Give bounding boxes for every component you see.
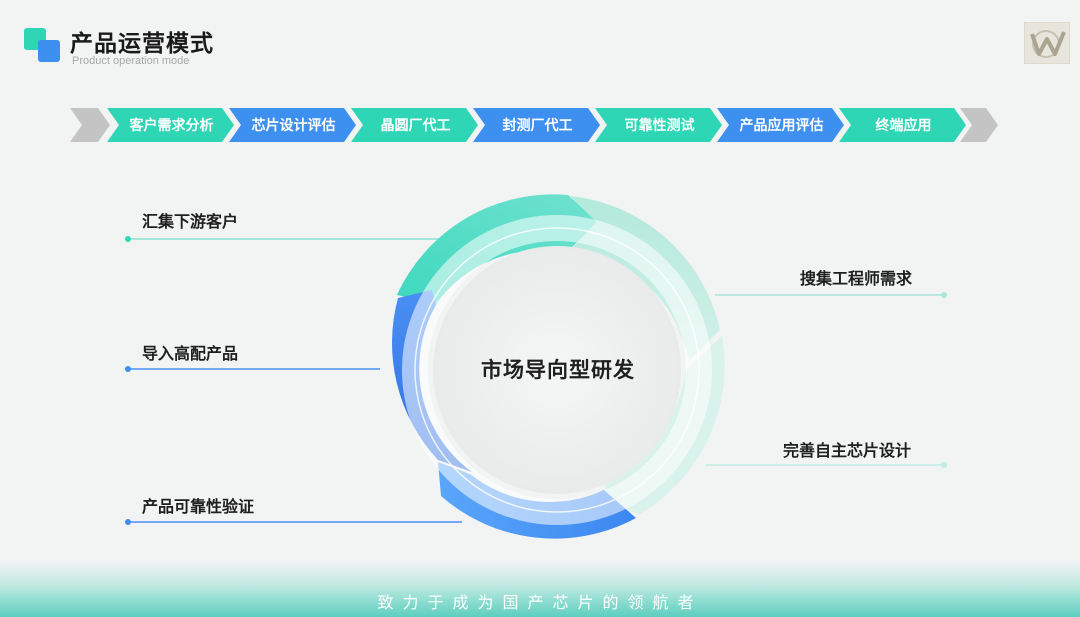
process-step-2-shape bbox=[229, 108, 356, 142]
process-step-6-shape bbox=[717, 108, 844, 142]
chevron-start-grey bbox=[70, 108, 110, 142]
center-disk bbox=[433, 246, 681, 494]
process-step-7-shape bbox=[839, 108, 966, 142]
process-step-5-label: 可靠性测试 bbox=[624, 117, 695, 133]
process-step-7-label: 终端应用 bbox=[875, 117, 932, 133]
cycle-label-chip-design: 完善自主芯片设计 bbox=[783, 443, 912, 460]
chevron-end-grey bbox=[960, 108, 998, 142]
page-subtitle: Product operation mode bbox=[72, 55, 190, 67]
cycle-label-collect-customers: 汇集下游客户 bbox=[142, 214, 239, 231]
process-step-6-label: 产品应用评估 bbox=[739, 117, 824, 133]
footer-band bbox=[0, 560, 1080, 617]
process-step-2-label: 芯片设计评估 bbox=[251, 117, 336, 133]
process-step-1-label: 客户需求分析 bbox=[129, 117, 214, 133]
connector-lines bbox=[125, 236, 947, 525]
process-step-3-shape bbox=[351, 108, 478, 142]
logo-square-blue bbox=[38, 40, 60, 62]
cycle-label-import-products: 导入高配产品 bbox=[142, 346, 239, 363]
process-step-5-shape bbox=[595, 108, 722, 142]
cycle-center-title: 市场导向型研发 bbox=[481, 359, 635, 382]
process-step-3-label: 晶圆厂代工 bbox=[380, 117, 451, 133]
process-step-1-shape bbox=[107, 108, 234, 142]
footer-slogan: 致力于成为国产芯片的领航者 bbox=[377, 595, 703, 612]
page-title: 产品运营模式 bbox=[70, 30, 214, 56]
cycle-label-engineer-needs: 搜集工程师需求 bbox=[800, 271, 913, 288]
process-step-4-shape bbox=[473, 108, 600, 142]
process-chevrons bbox=[70, 108, 998, 142]
brand-logo-icon bbox=[1024, 22, 1070, 64]
cycle-label-reliability-verification: 产品可靠性验证 bbox=[142, 499, 255, 516]
process-step-4-label: 封测厂代工 bbox=[502, 117, 573, 133]
